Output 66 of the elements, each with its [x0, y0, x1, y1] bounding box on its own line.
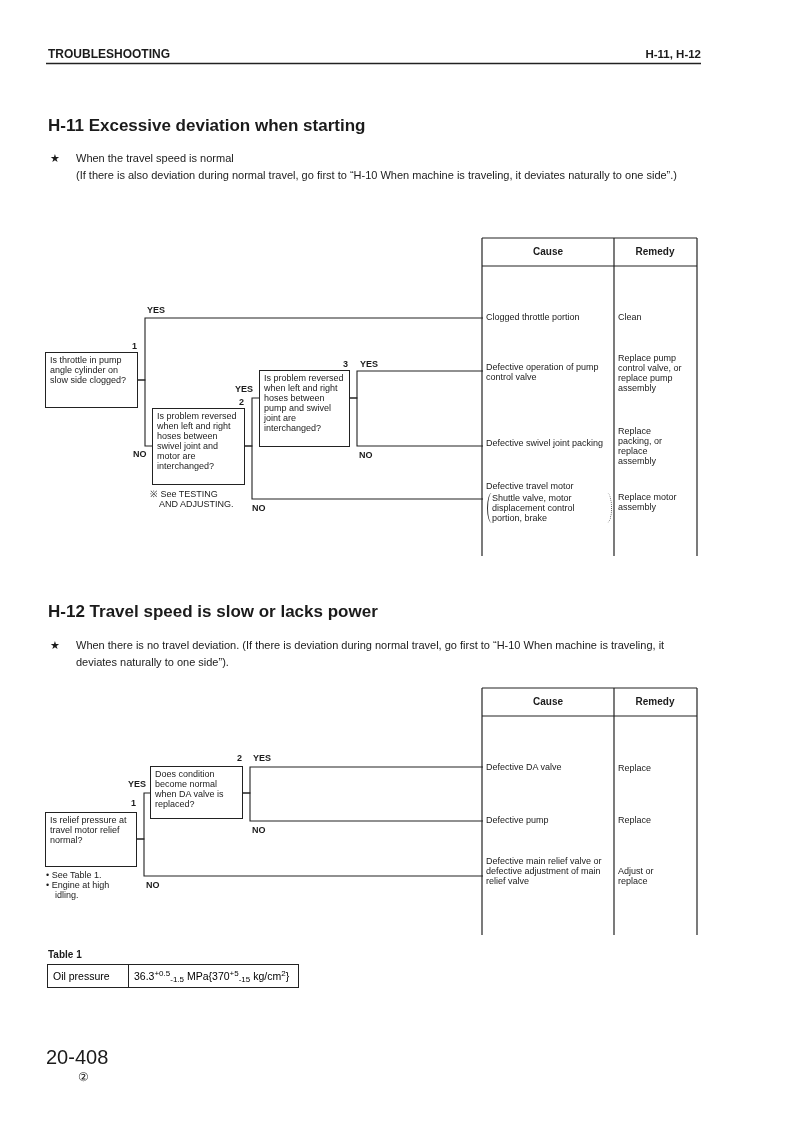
edge-label: YES — [127, 779, 147, 789]
connector-line — [136, 838, 484, 877]
condition-note: When there is no travel deviation. (If there is deviation during normal travel, go first to “H-10 When machine is traveling, it deviates naturally to one side”). — [76, 638, 666, 670]
question-box — [45, 352, 138, 408]
cause-text: Defective operation of pump control valve — [483, 362, 604, 382]
step-number: 2 — [239, 397, 244, 407]
cause-text: Defective DA valve — [483, 762, 562, 772]
edge-label: NO — [145, 880, 161, 890]
page-header-text: H-11, H-12 — [645, 47, 701, 61]
page-header-title: TROUBLESHOOTING — [48, 47, 170, 61]
section-heading: H-12 Travel speed is slow or lacks power — [48, 602, 378, 622]
edge-label: YES — [146, 305, 166, 315]
connector-line — [137, 379, 153, 447]
edge-label: YES — [252, 753, 272, 763]
edge-label: NO — [132, 449, 148, 459]
question-box — [150, 766, 243, 819]
remedy-text: Replace — [618, 763, 652, 773]
question-text: Is relief pressure at travel motor relief normal? — [50, 816, 128, 846]
remedy-text: Adjust or replace — [618, 866, 655, 886]
bracketed-note: Shuttle valve, motor displacement control portion, brake — [487, 493, 612, 523]
bullet-mark: ★ — [50, 151, 60, 166]
table-caption: Table 1 — [48, 949, 82, 961]
step-number: 2 — [237, 753, 242, 763]
remedy-text: Replace pump control valve, or replace pump assembly — [618, 353, 683, 393]
connector-line — [244, 445, 484, 500]
edge-label: NO — [251, 503, 267, 513]
connector-line — [349, 397, 484, 447]
question-box — [152, 408, 245, 485]
question-text: Is problem reversed when left and right hoses between pump and swivel joint are interchanged? — [264, 374, 345, 434]
reference-note: (If there is also deviation during normal travel, go first to “H-10 When machine is traveling, it deviates naturally to one side”.) — [76, 168, 677, 183]
condition-note: When the travel speed is normal — [76, 151, 234, 166]
edge-label: NO — [251, 825, 267, 835]
table-cell: Oil pressure — [47, 964, 129, 988]
remedy-text: Replace motor assembly — [618, 492, 678, 512]
section-heading: H-11 Excessive deviation when starting — [48, 116, 366, 136]
remedy-text: Replace — [618, 815, 652, 825]
bullet-mark: ★ — [50, 638, 60, 653]
column-header: Cause — [533, 696, 563, 708]
question-box — [259, 370, 350, 447]
cause-text: Defective pump — [483, 815, 549, 825]
edge-label: YES — [359, 359, 379, 369]
remedy-text: Clean — [618, 312, 642, 322]
side-note: • See Table 1. — [46, 870, 102, 880]
column-header: Remedy — [635, 696, 675, 708]
remedy-text: Replace packing, or replace assembly — [618, 426, 664, 466]
side-note: ※ See TESTING AND ADJUSTING. — [150, 489, 235, 509]
table-cell: 36.3$^{+0.5}$$_{-1.5}$ MPa{370$^{+5}$$_{-15}$ kg/cm$^{2}$} — [128, 964, 299, 988]
step-number: 3 — [343, 359, 348, 369]
question-box — [45, 812, 137, 867]
cause-text: Clogged throttle portion — [483, 312, 580, 322]
revision-mark: ② — [78, 1071, 89, 1084]
cause-text: Defective main relief valve or defective adjustment of main relief valve — [483, 856, 604, 886]
edge-label: YES — [234, 384, 254, 394]
column-header: Cause — [533, 246, 563, 258]
side-note: • Engine at high idling. — [46, 880, 111, 900]
question-text: Is problem reversed when left and right hoses between swivel joint and motor are interchanged? — [157, 412, 238, 472]
edge-label: NO — [358, 450, 374, 460]
question-text: Does condition become normal when DA valve is replaced? — [155, 770, 225, 810]
connector-line — [242, 792, 484, 822]
cause-text: Defective swivel joint packing — [483, 438, 604, 448]
cause-text: Defective travel motor — [486, 481, 575, 491]
step-number: 1 — [132, 341, 137, 351]
column-header: Remedy — [635, 246, 675, 258]
step-number: 1 — [131, 798, 136, 808]
question-text: Is throttle in pump angle cylinder on slow side clogged? — [50, 356, 128, 386]
page-number: 20-408 — [46, 1046, 109, 1068]
